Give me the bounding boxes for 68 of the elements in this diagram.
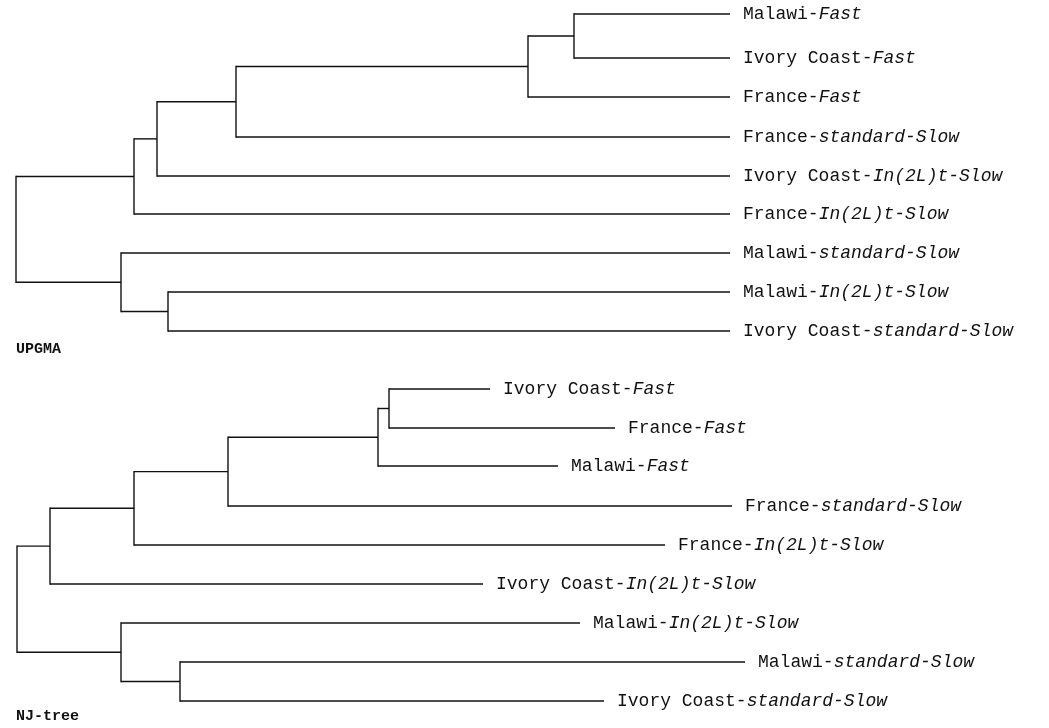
branch-node-line [527,34,529,99]
taxon-label: Malawi-Fast [571,455,690,477]
taxon-label: Ivory Coast-standard-Slow [617,690,888,712]
branch-line [16,545,51,547]
taxon-label: Ivory Coast-In(2L)t-Slow [496,573,756,595]
taxon-label: Ivory Coast-standard-Slow [743,320,1014,342]
taxon-label: Ivory Coast-Fast [743,47,916,69]
branch-line [227,436,379,438]
branch-line [527,96,731,98]
branch-node-line [573,12,575,60]
branch-line [133,470,229,473]
taxon-label: France-standard-Slow [743,126,960,148]
branch-line [15,281,122,283]
branch-line [179,700,605,702]
taxon-label: Malawi-In(2L)t-Slow [743,281,949,303]
branch-line [167,291,731,293]
branch-line [235,65,529,68]
branch-node-line [49,506,51,586]
tree-method-label: NJ-tree [16,708,79,725]
branch-node-line [167,290,169,333]
branch-node-line [388,387,390,430]
branch-node-line [235,65,237,139]
branch-node-line [120,251,122,313]
branch-line [377,407,390,410]
taxon-label: Malawi-standard-Slow [743,242,960,264]
taxon-label: Ivory Coast-Fast [503,378,676,400]
branch-node-line [133,137,135,216]
branch-line [388,427,616,429]
taxon-label: Malawi-standard-Slow [758,651,975,673]
taxon-label: France-standard-Slow [745,495,962,517]
branch-node-line [15,175,17,284]
taxon-label: Ivory Coast-In(2L)t-Slow [743,165,1003,187]
branch-node-line [227,435,229,508]
tree-method-label: UPGMA [16,341,61,358]
branch-line [133,138,158,140]
branch-line [49,507,135,509]
taxon-label: France-Fast [743,86,862,108]
branch-node-line [133,470,135,547]
branch-node-line [179,660,181,703]
branch-line [573,57,731,59]
taxon-label: Malawi-In(2L)t-Slow [593,612,799,634]
branch-line [120,680,181,683]
branch-line [527,35,575,37]
branch-line [133,213,731,215]
branch-line [573,13,731,15]
branch-line [15,175,135,178]
branch-line [133,544,666,546]
branch-line [167,330,731,332]
branch-line [377,465,559,467]
branch-node-line [377,407,379,468]
branch-line [120,622,581,624]
branch-line [120,310,169,313]
branch-line [235,136,731,138]
branch-line [120,252,731,254]
branch-line [179,661,746,663]
branch-line [156,101,237,103]
branch-line [49,583,484,585]
taxon-label: France-In(2L)t-Slow [678,534,884,556]
branch-line [156,175,731,177]
branch-line [227,505,733,507]
taxon-label: France-Fast [628,417,747,439]
taxon-label: Malawi-Fast [743,3,862,25]
branch-line [16,651,122,653]
branch-node-line [120,621,122,683]
branch-node-line [16,544,18,654]
branch-line [388,388,491,390]
taxon-label: France-In(2L)t-Slow [743,203,949,225]
branch-node-line [156,100,158,178]
